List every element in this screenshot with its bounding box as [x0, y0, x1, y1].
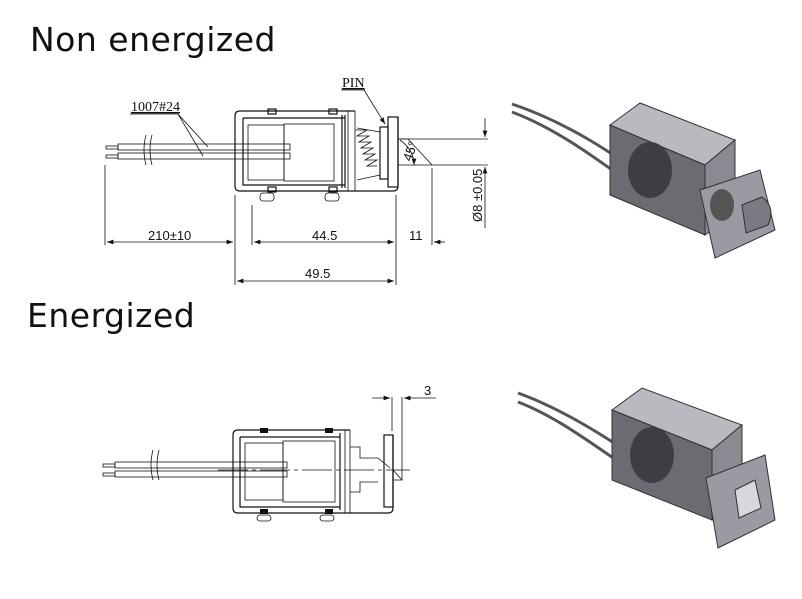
energized-title: Energized	[27, 296, 196, 335]
wire-spec-label: 1007#24	[131, 100, 180, 115]
render-non-energized	[511, 102, 776, 259]
pin-angle-label: 45°	[400, 139, 421, 163]
wire-length-dim: 210±10	[148, 228, 191, 243]
stroke-dim: 3	[424, 383, 431, 398]
pin-label: PIN	[342, 76, 365, 91]
non-energized-side-view: 45° PIN 1007#24 210±10 44.5 11 49.5 Ø8 ±…	[104, 76, 488, 285]
body-length-dim: 44.5	[312, 228, 337, 243]
dimension-lines	[104, 118, 488, 285]
pin-diameter-dim: Ø8 ±0.05	[470, 169, 485, 222]
lead-wires	[105, 134, 291, 166]
render-energized	[517, 387, 776, 549]
total-length-dim: 49.5	[305, 266, 330, 281]
pin-extension-dim: 11	[409, 228, 423, 243]
non-energized-title: Non energized	[30, 20, 276, 59]
energized-side-view: 3	[102, 383, 436, 522]
